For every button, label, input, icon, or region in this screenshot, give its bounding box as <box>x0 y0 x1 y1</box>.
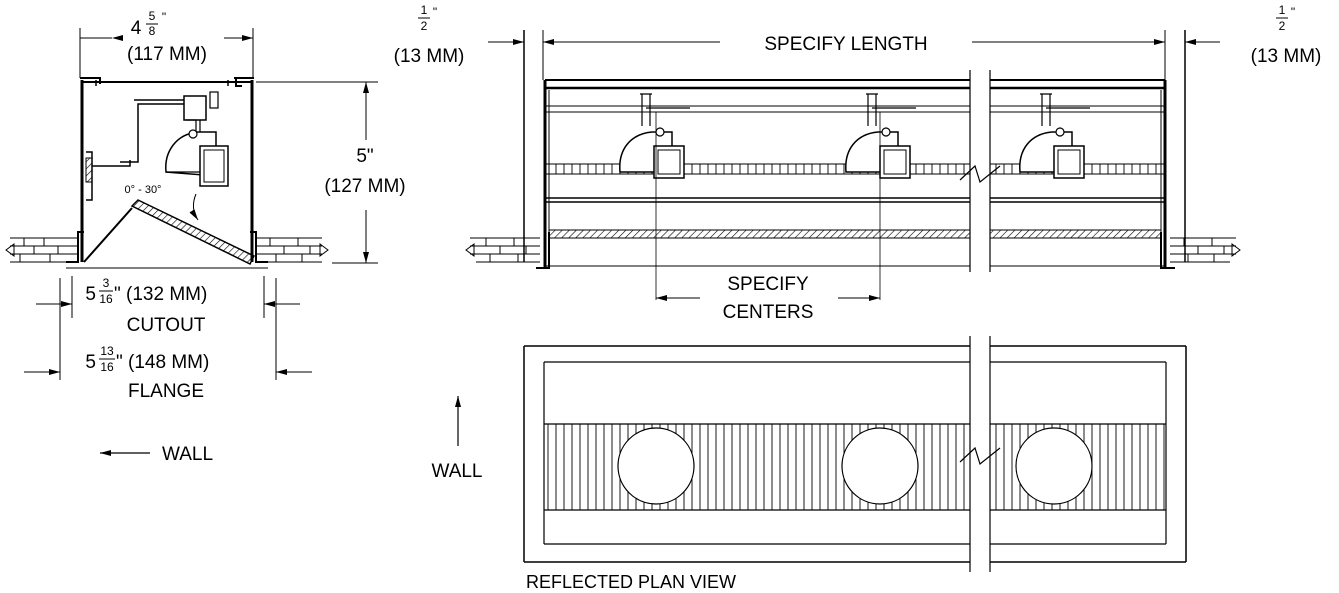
section-labels: 4 5 8 " (117 MM) 5" (127 MM) 0° - 30° 5 … <box>85 9 405 465</box>
reflected-plan-view-caption: REFLECTED PLAN VIEW <box>526 572 736 592</box>
right-offset-frac-den: 2 <box>1279 19 1286 33</box>
fixture-1 <box>619 93 690 300</box>
fixture-2 <box>845 93 916 300</box>
width-frac-num: 5 <box>149 9 156 23</box>
height-mm: (127 MM) <box>324 176 405 197</box>
flange-frac-den: 16 <box>100 360 114 374</box>
flange-dimension: " (148 MM) <box>116 352 209 373</box>
plan-labels: WALL REFLECTED PLAN VIEW <box>431 461 736 592</box>
specify-length-label: SPECIFY LENGTH <box>764 34 927 55</box>
fixture-3 <box>1019 93 1090 179</box>
width-mm: (117 MM) <box>127 44 207 65</box>
flange-label: FLANGE <box>128 381 204 402</box>
cutout-frac-den: 16 <box>99 292 113 306</box>
cutout-frac-num: 3 <box>103 276 110 290</box>
section-view <box>5 28 378 456</box>
width-whole: 4 <box>131 18 142 39</box>
left-offset-frac-den: 2 <box>421 19 428 33</box>
plan-view <box>455 336 1187 572</box>
tilt-range: 0° - 30° <box>125 184 162 196</box>
height-inches: 5" <box>356 146 373 167</box>
elevation-labels: 1 2 " (13 MM) SPECIFY LENGTH 1 2 " (13 M… <box>394 3 1322 323</box>
specify-centers-line2: CENTERS <box>723 302 814 323</box>
right-offset-inch-mark: " <box>1291 5 1295 19</box>
left-offset-inch-mark: " <box>433 5 437 19</box>
width-inch-mark: " <box>162 10 166 24</box>
right-offset-mm: (13 MM) <box>1251 46 1322 67</box>
specify-centers-line1: SPECIFY <box>727 274 809 295</box>
width-frac-den: 8 <box>149 24 156 38</box>
elevation-view <box>465 30 1241 301</box>
cutout-label: CUTOUT <box>127 315 206 336</box>
right-offset-frac-num: 1 <box>1279 3 1286 17</box>
flange-frac-num: 13 <box>100 344 114 358</box>
left-offset-frac-num: 1 <box>421 3 428 17</box>
plan-wall-label: WALL <box>431 461 482 482</box>
flange-whole: 5 <box>85 352 96 373</box>
left-offset-mm: (13 MM) <box>394 46 465 67</box>
cutout-whole: 5 <box>85 284 96 305</box>
cutout-dimension: " (132 MM) <box>114 284 207 305</box>
section-wall-label: WALL <box>162 444 213 465</box>
